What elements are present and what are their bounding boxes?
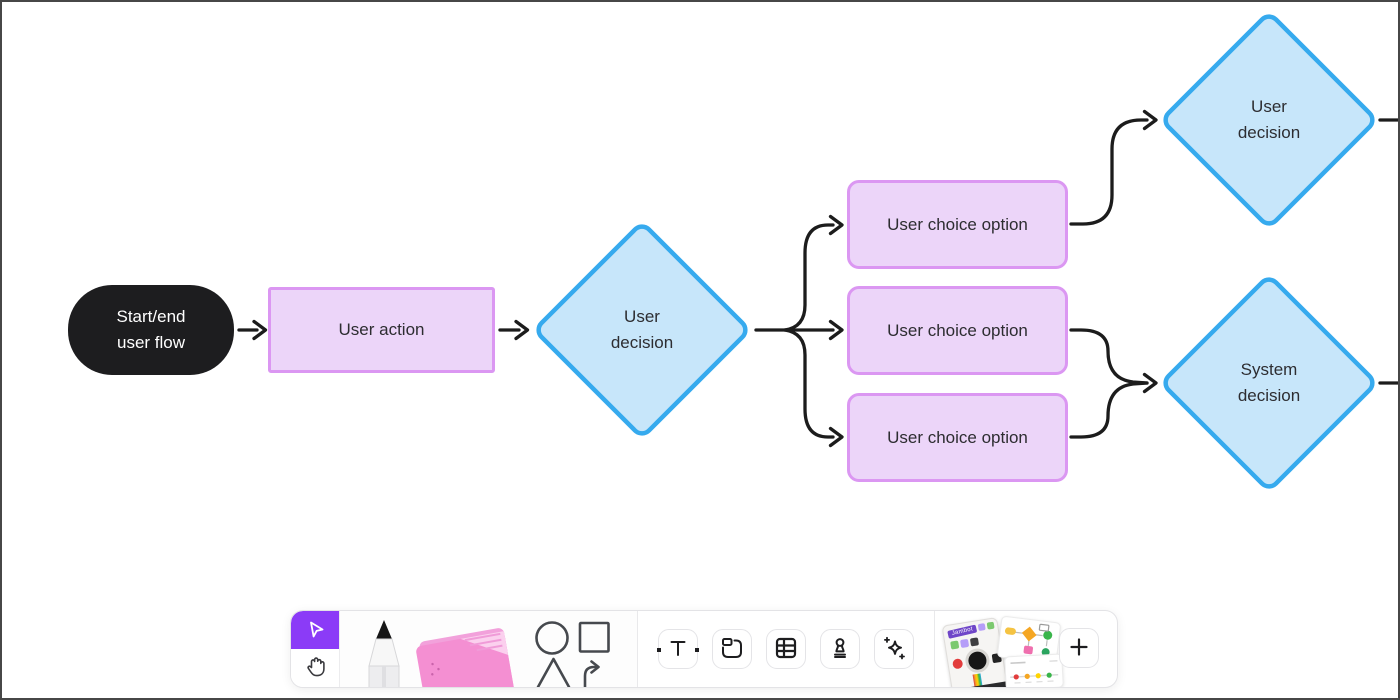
arrowhead-icon (514, 319, 530, 341)
sticky-note-tool-button[interactable] (406, 618, 528, 687)
marker-tool-button[interactable] (356, 618, 412, 687)
text-handle-dot (695, 648, 699, 652)
connector-choice2-to-decision3[interactable] (1069, 328, 1149, 385)
flowchart-template-icon (997, 623, 1056, 666)
section-icon (719, 635, 745, 664)
label-user-decision-2: User decision (1237, 97, 1301, 142)
arrowhead-icon (1142, 109, 1158, 131)
node-label: User choice option (887, 427, 1028, 447)
marker-pen-icon (356, 620, 412, 687)
node-label: User action (338, 320, 425, 339)
node-user-choice-1[interactable]: User choice option (847, 180, 1068, 269)
shapes-connectors-icon (532, 621, 624, 687)
timeline-template-icon (1006, 660, 1063, 687)
node-user-choice-2[interactable]: User choice option (847, 286, 1068, 375)
node-user-choice-3[interactable]: User choice option (847, 393, 1068, 482)
connector-decision-to-choice3[interactable] (783, 328, 835, 439)
connector-choice1-to-decision2[interactable] (1069, 118, 1149, 226)
connector-choice3-to-decision3[interactable] (1069, 381, 1149, 439)
template-thumb-timeline[interactable] (1004, 653, 1064, 687)
jambot-chips (977, 621, 995, 632)
templates-section: Jambot (935, 611, 1117, 687)
node-user-decision-1[interactable] (535, 223, 750, 438)
object-tools-section (638, 611, 934, 687)
shapes-tool-button[interactable] (532, 619, 624, 687)
node-system-decision[interactable] (1162, 276, 1377, 491)
node-user-action[interactable]: User action (268, 287, 495, 373)
node-user-decision-2[interactable] (1162, 13, 1377, 228)
text-tool-icon (665, 635, 691, 664)
label-user-decision-1: User decision (610, 307, 674, 352)
sticky-note-icon (406, 628, 528, 687)
node-label: Start/end (116, 307, 186, 326)
sparkle-icon (880, 634, 908, 665)
plus-icon (1066, 634, 1092, 663)
jambot-label: Jambot (947, 624, 978, 639)
node-label: User choice option (887, 320, 1028, 340)
table-icon (773, 635, 799, 664)
stamp-icon (827, 635, 853, 664)
template-thumb-flowchart[interactable] (996, 615, 1062, 666)
jambot-camera-icon (951, 645, 1003, 676)
node-label: user flow (116, 333, 186, 352)
add-tools-button[interactable] (1059, 628, 1099, 668)
arrowhead-icon (828, 214, 844, 236)
figjam-toolbar: Jambot (290, 610, 1118, 688)
pointer-tools-column (291, 611, 340, 687)
label-system-decision: System decision (1237, 360, 1301, 405)
stamp-tool-button[interactable] (820, 629, 860, 669)
text-tool-button[interactable] (657, 629, 699, 669)
section-tool-button[interactable] (712, 629, 752, 669)
select-tool-button[interactable] (291, 611, 339, 649)
jambot-chips (950, 637, 980, 650)
node-start-end[interactable]: Start/end user flow (68, 285, 234, 375)
arrowhead-icon (1142, 372, 1158, 394)
arrowhead-icon (252, 319, 268, 341)
cursor-icon (303, 617, 327, 644)
table-tool-button[interactable] (766, 629, 806, 669)
text-handle-dot (657, 648, 661, 652)
arrowhead-icon (828, 319, 844, 341)
hand-icon (303, 655, 327, 682)
toolbar-divider (637, 611, 638, 687)
hand-tool-button[interactable] (291, 649, 339, 687)
node-label: User choice option (887, 214, 1028, 234)
toolbar-divider (934, 611, 935, 687)
drawing-tools-section (340, 611, 637, 687)
arrowhead-icon (828, 426, 844, 448)
connector-decision-to-choice1[interactable] (783, 223, 835, 332)
ai-sparkle-tool-button[interactable] (874, 629, 914, 669)
